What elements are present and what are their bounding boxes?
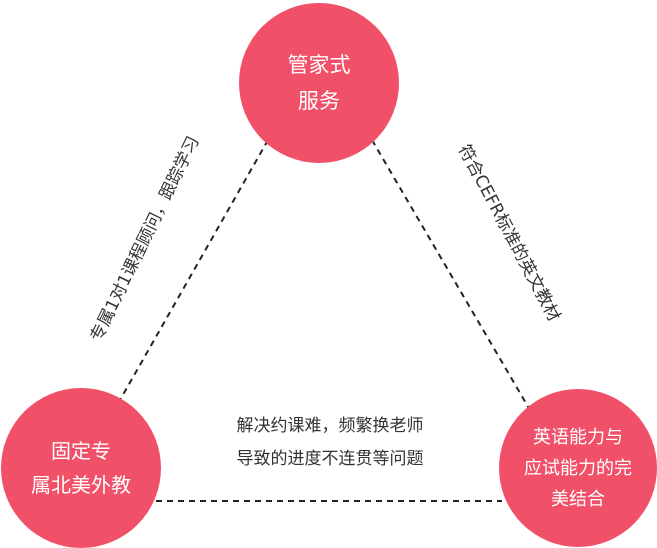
edge-line-right xyxy=(371,139,531,411)
center-line-2: 导致的进度不连贯等问题 xyxy=(236,449,424,469)
center-description: 解决约课难，频繁换老师 导致的进度不连贯等问题 xyxy=(165,410,495,476)
node-top-line-2: 服务 xyxy=(298,89,340,113)
node-left-line-2: 属北美外教 xyxy=(31,473,131,497)
center-line-1: 解决约课难，频繁换老师 xyxy=(236,416,424,436)
node-dedicated-teacher: 固定专 属北美外教 xyxy=(1,388,161,548)
node-ability-combination: 英语能力与 应试能力的完 美结合 xyxy=(499,389,657,547)
node-top-line-1: 管家式 xyxy=(287,53,351,77)
node-butler-service: 管家式 服务 xyxy=(239,3,399,163)
node-right-line-1: 英语能力与 xyxy=(533,426,623,448)
node-left-line-1: 固定专 xyxy=(51,439,111,463)
node-right-line-3: 美结合 xyxy=(551,488,605,510)
node-right-line-2: 应试能力的完 xyxy=(524,457,632,479)
edge-line-left xyxy=(119,139,269,401)
